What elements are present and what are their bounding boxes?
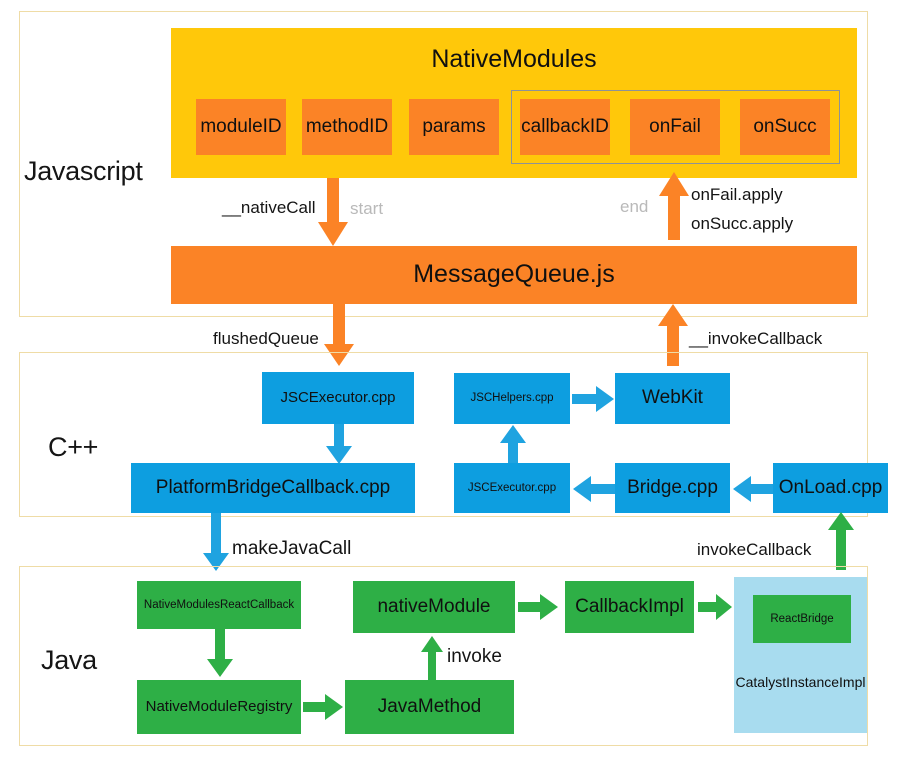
- arrow-onload-to-bridge: [733, 476, 775, 502]
- cpp-box-jschelpers[interactable]: JSCHelpers.cpp: [454, 373, 570, 424]
- label-onsucc-apply: onSucc.apply: [691, 214, 794, 233]
- arrow-reactcallback-to-registry: [207, 629, 233, 677]
- arrow-nativemodule-to-callbackimpl: [518, 594, 558, 620]
- panel-javascript: [19, 11, 868, 317]
- label-invoke: invoke: [447, 646, 502, 667]
- chip-callbackid[interactable]: callbackID: [520, 99, 610, 155]
- chip-onfail[interactable]: onFail: [630, 99, 720, 155]
- arrow-jschelpers-to-webkit: [572, 386, 614, 412]
- java-box-reactbridge[interactable]: ReactBridge: [753, 595, 851, 643]
- chip-params[interactable]: params: [409, 99, 499, 155]
- arrow-nativecall-down: [318, 178, 348, 246]
- label-end: end: [620, 197, 649, 216]
- label-invoke-callback-java: invokeCallback: [697, 540, 812, 559]
- chip-onsucc[interactable]: onSucc: [740, 99, 830, 155]
- arrow-jscexecutor-to-platformbridge: [326, 424, 352, 464]
- arrow-bridge-to-jscexecutor: [573, 476, 615, 502]
- label-invoke-callback-js: __invokeCallback: [689, 329, 823, 348]
- cpp-box-jscexecutor-bottom[interactable]: JSCExecutor.cpp: [454, 463, 570, 513]
- arrow-makejavacall-down: [203, 513, 229, 571]
- catalystinstanceimpl-label: CatalystInstanceImpl: [735, 674, 866, 690]
- cpp-box-onload[interactable]: OnLoad.cpp: [773, 463, 888, 513]
- callback-group-outline: [511, 90, 840, 164]
- arrow-jscexecutor-to-jschelpers: [500, 425, 526, 465]
- label-make-java-call: makeJavaCall: [232, 538, 352, 559]
- layer-label-cpp: C++: [48, 432, 99, 462]
- arrow-registry-to-javamethod: [303, 694, 343, 720]
- java-box-callbackimpl[interactable]: CallbackImpl: [565, 581, 694, 633]
- label-start: start: [350, 199, 384, 218]
- arrow-callback-apply-up: [659, 172, 689, 240]
- layer-label-javascript: Javascript: [24, 156, 143, 186]
- arrow-flushedqueue-down: [324, 304, 354, 366]
- java-box-nativemodule[interactable]: nativeModule: [353, 581, 515, 633]
- arrow-callbackimpl-to-reactbridge: [698, 594, 732, 620]
- chip-methodid[interactable]: methodID: [302, 99, 392, 155]
- cpp-box-bridge[interactable]: Bridge.cpp: [615, 463, 730, 513]
- arrow-invokecallback-java-up: [828, 512, 854, 570]
- label-native-call: __nativeCall: [222, 198, 316, 217]
- layer-label-java: Java: [41, 645, 97, 675]
- chip-moduleid[interactable]: moduleID: [196, 99, 286, 155]
- label-flushed-queue: flushedQueue: [213, 329, 319, 348]
- java-box-nativemoduleregistry[interactable]: NativeModuleRegistry: [137, 680, 301, 734]
- cpp-box-webkit[interactable]: WebKit: [615, 373, 730, 424]
- panel-java: [19, 566, 868, 746]
- java-box-javamethod[interactable]: JavaMethod: [345, 680, 514, 734]
- java-box-nativemodulesreactcallback[interactable]: NativeModulesReactCallback: [137, 581, 301, 629]
- cpp-box-platformbridgecallback[interactable]: PlatformBridgeCallback.cpp: [131, 463, 415, 513]
- arrow-invokecallback-js-up: [658, 304, 688, 366]
- message-queue-box[interactable]: MessageQueue.js: [171, 246, 857, 304]
- label-onfail-apply: onFail.apply: [691, 185, 783, 204]
- native-modules-title: NativeModules: [431, 45, 597, 73]
- java-box-catalystinstanceimpl[interactable]: ReactBridge CatalystInstanceImpl: [734, 577, 867, 733]
- panel-cpp: [19, 352, 868, 517]
- arrow-javamethod-to-nativemodule: [421, 636, 443, 680]
- cpp-box-jscexecutor-top[interactable]: JSCExecutor.cpp: [262, 372, 414, 424]
